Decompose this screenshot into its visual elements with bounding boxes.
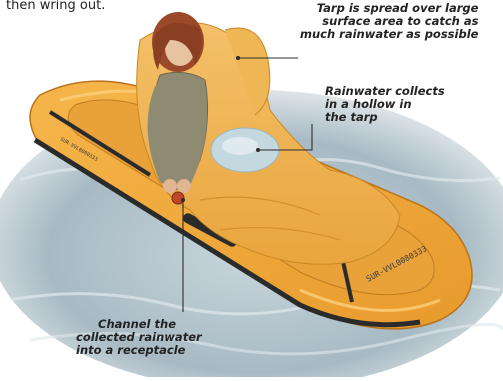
rainwater-callout-line-3: the tarp: [325, 111, 445, 124]
tarp-callout: Tarp is spread over large surface area t…: [300, 2, 478, 41]
intro-text: then wring out.: [6, 0, 105, 13]
channel-callout-line-3: into a receptacle: [76, 344, 176, 357]
tarp-callout-line-3: much rainwater as possible: [300, 28, 478, 41]
receptacle: [172, 192, 184, 204]
channel-callout: Channel the collected rainwater into a r…: [76, 318, 176, 357]
rainwater-callout: Rainwater collects in a hollow in the ta…: [325, 85, 445, 124]
